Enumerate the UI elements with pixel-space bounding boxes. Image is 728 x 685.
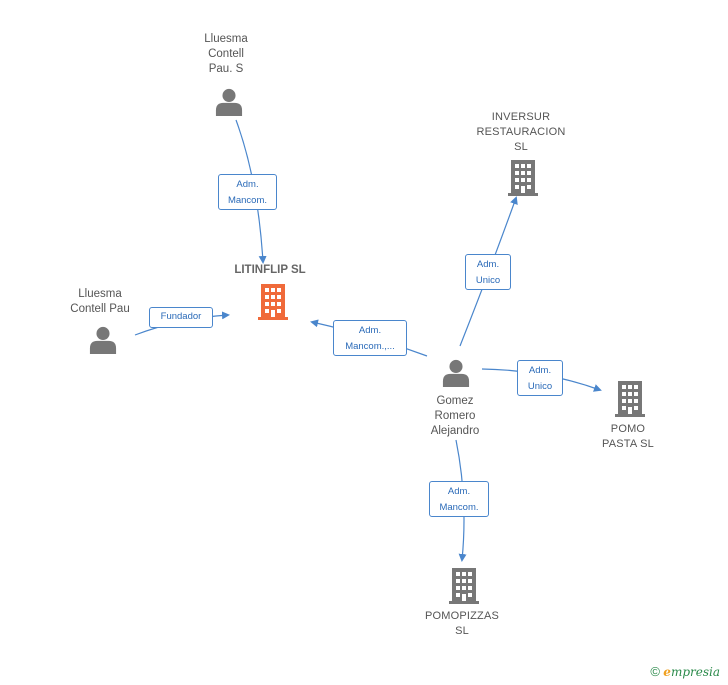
building-icon xyxy=(449,568,479,604)
brand-logo-e: e xyxy=(663,665,671,679)
edge-label-adm-mancom: Adm. Mancom. xyxy=(429,481,489,517)
edge-label-line: Adm. xyxy=(358,325,382,336)
edge-label-adm-mancom-etc: Adm. Mancom.,... xyxy=(333,320,407,356)
edge-label-line: Adm. xyxy=(236,179,259,190)
edge-label-line: Adm. xyxy=(447,486,471,497)
building-icon xyxy=(258,284,288,320)
node-label-gomez-romero-alejandro[interactable]: Gomez Romero Alejandro xyxy=(430,395,480,437)
node-label-pomo-pasta[interactable]: POMO PASTA SL xyxy=(602,423,654,450)
building-icon xyxy=(615,381,645,417)
person-icon xyxy=(89,326,117,354)
node-label-lluesma-contell-pau-s[interactable]: Lluesma Contell Pau. S xyxy=(204,33,248,75)
copyright-symbol: © xyxy=(650,664,660,679)
node-label-inversur-restauracion[interactable]: INVERSUR RESTAURACION SL xyxy=(476,111,566,153)
edge-label-line: Fundador xyxy=(160,311,202,322)
node-label-pomopizzas[interactable]: POMOPIZZAS SL xyxy=(424,610,500,637)
empresia-watermark: © empresia xyxy=(650,664,720,679)
edge-label-line: Adm. xyxy=(528,365,552,376)
edge-label-adm-unico: Adm. Unico xyxy=(517,360,563,396)
edge-label-line: Unico xyxy=(527,381,553,392)
person-icon xyxy=(442,359,470,387)
node-label-litinflip[interactable]: LITINFLIP SL xyxy=(234,264,306,276)
edge-label-adm-mancom: Adm. Mancom. xyxy=(218,174,277,210)
edge-label-line: Mancom. xyxy=(439,502,479,513)
edge-label-adm-unico: Adm. Unico xyxy=(465,254,511,290)
edge-label-line: Unico xyxy=(475,275,501,286)
person-icon xyxy=(215,88,243,116)
edge-label-line: Adm. xyxy=(476,259,500,270)
brand-logo-text: mpresia xyxy=(670,665,720,679)
edge-label-line: Mancom. xyxy=(227,195,268,206)
edge-label-fundador: Fundador xyxy=(149,307,213,328)
edge-label-line: Mancom.,... xyxy=(345,341,395,352)
building-icon xyxy=(508,160,538,196)
node-label-lluesma-contell-pau[interactable]: Lluesma Contell Pau xyxy=(70,288,130,315)
